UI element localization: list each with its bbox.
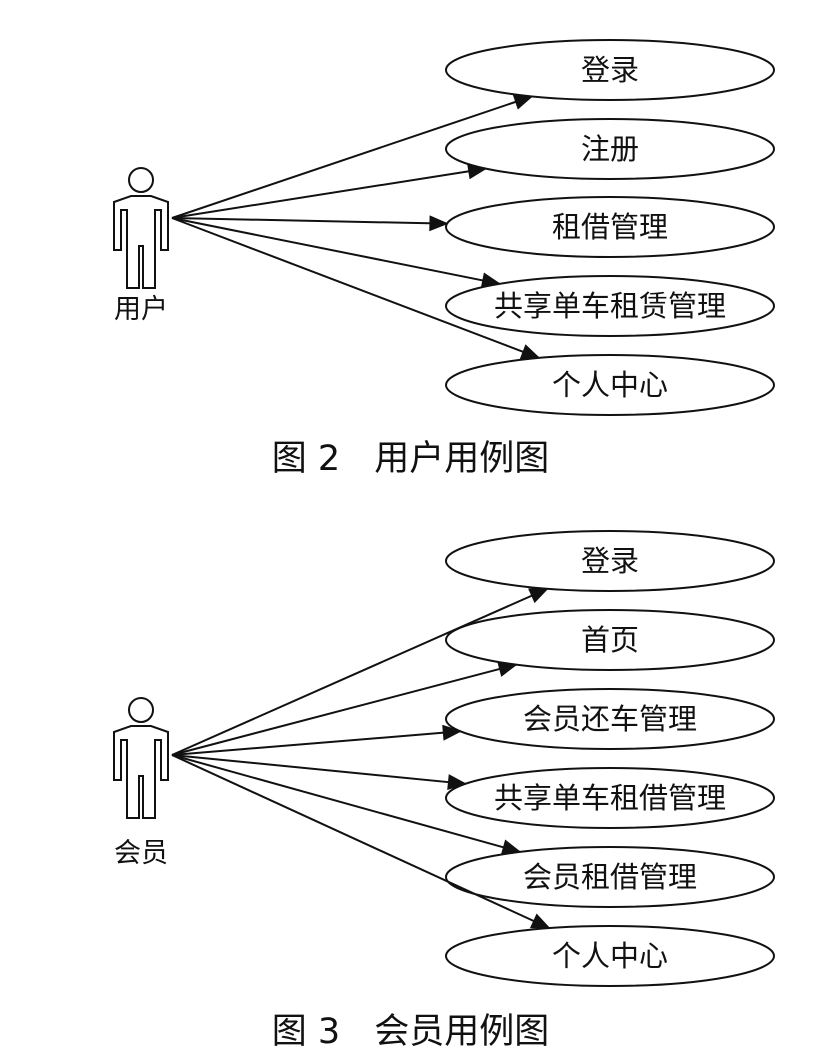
figure-3-number: 图 3 (271, 1012, 341, 1052)
actor-label: 会员 (114, 838, 168, 869)
actor-head (128, 697, 154, 723)
use-case-label: 共享单车租借管理 (494, 781, 726, 815)
use-case-label: 会员还车管理 (523, 702, 697, 736)
figure-2-number: 图 2 (271, 439, 341, 479)
figure-3-caption: 图 3 会员用例图 (0, 1003, 821, 1054)
use-case-label: 首页 (581, 623, 639, 657)
use-case: 共享单车租借管理 (445, 767, 775, 829)
association-arrow (171, 724, 463, 756)
use-case: 个人中心 (445, 925, 775, 987)
use-case-label: 登录 (581, 544, 639, 578)
use-case-ellipse (445, 767, 775, 829)
use-case: 登录 (445, 530, 775, 592)
use-case: 会员还车管理 (445, 688, 775, 750)
use-case-ellipse (445, 530, 775, 592)
use-case: 共享单车租赁管理 (445, 275, 775, 337)
association-arrow (171, 217, 502, 289)
actor-head (128, 167, 154, 193)
use-case-ellipse (445, 354, 775, 416)
figure-3-title: 会员用例图 (374, 1012, 550, 1052)
use-case: 会员租借管理 (445, 846, 775, 908)
use-case-ellipse (445, 275, 775, 337)
use-case-ellipse (445, 925, 775, 987)
use-case-label: 个人中心 (552, 939, 668, 973)
use-case-ellipse (445, 846, 775, 908)
association-arrow (171, 661, 518, 756)
use-case-ellipse (445, 196, 775, 258)
use-case-ellipse (445, 609, 775, 671)
use-case: 个人中心 (445, 354, 775, 416)
figure-2-caption: 图 2 用户用例图 (0, 430, 821, 481)
use-case: 租借管理 (445, 196, 775, 258)
actor-label: 用户 (114, 294, 168, 325)
association-arrow (171, 215, 449, 232)
association-arrow (171, 587, 549, 756)
actor-figure (113, 697, 169, 819)
actor-body (113, 195, 169, 289)
association-arrow (171, 217, 541, 360)
use-case-label: 个人中心 (552, 368, 668, 402)
use-case: 注册 (445, 118, 775, 180)
figure-2-title: 用户用例图 (374, 439, 550, 479)
use-case-ellipse (445, 688, 775, 750)
use-case-ellipse (445, 118, 775, 180)
use-case-label: 注册 (581, 132, 639, 166)
use-case: 登录 (445, 39, 775, 101)
actor-body (113, 725, 169, 819)
use-case-label: 租借管理 (552, 210, 668, 244)
association-arrow (171, 754, 522, 855)
association-arrow (171, 163, 488, 219)
association-arrow (171, 754, 551, 930)
actor-figure (113, 167, 169, 289)
use-case-label: 会员租借管理 (523, 860, 697, 894)
association-arrow (171, 754, 468, 791)
use-case-ellipse (445, 39, 775, 101)
use-case-label: 共享单车租赁管理 (494, 289, 726, 323)
use-case-label: 登录 (581, 53, 639, 87)
use-case: 首页 (445, 609, 775, 671)
association-arrow (171, 94, 534, 219)
